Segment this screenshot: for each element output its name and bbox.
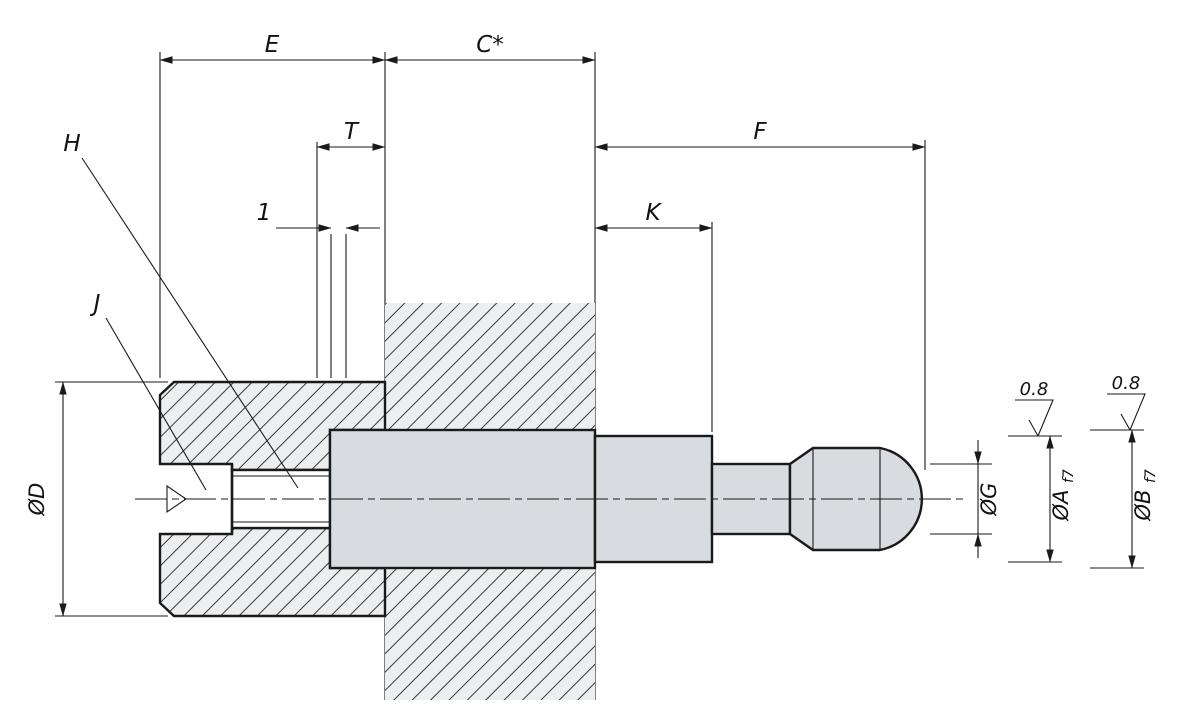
label-k: K [645,200,662,226]
roughness-symbols: 0.8 0.8 [1015,373,1146,437]
pin-ball-end [788,446,924,552]
plate-section [385,303,595,700]
label-t: T [344,119,360,145]
dimension-labels: E C* T F K 1 H J ØD ØG ØA f7 ØB f7 [25,32,1159,521]
label-dia-b-tolerance: f7 [1143,469,1159,483]
label-dia-a-tolerance: f7 [1061,469,1077,483]
label-dia-d: ØD [25,483,49,517]
label-f: F [753,119,767,145]
label-c-star: C* [476,32,504,58]
label-j: J [90,291,101,317]
label-dia-a: ØA [1049,490,1073,522]
label-e: E [265,32,280,58]
pin-head-section [158,380,387,618]
plate-hatch-bottom [385,568,595,700]
dimensions [59,56,1136,617]
roughness-symbol-left [1015,399,1054,437]
leader-line-j [105,317,207,491]
label-dia-g: ØG [977,483,1001,517]
label-h: H [63,131,80,157]
label-dia-b: ØB [1131,490,1155,522]
roughness-symbol-right [1107,393,1146,431]
plate-hatch-top [385,303,595,430]
roughness-value-left: 0.8 [1020,379,1049,400]
leader-lines [81,157,299,491]
roughness-value-right: 0.8 [1112,373,1141,394]
label-one: 1 [257,200,272,226]
leader-line-h [81,157,299,489]
